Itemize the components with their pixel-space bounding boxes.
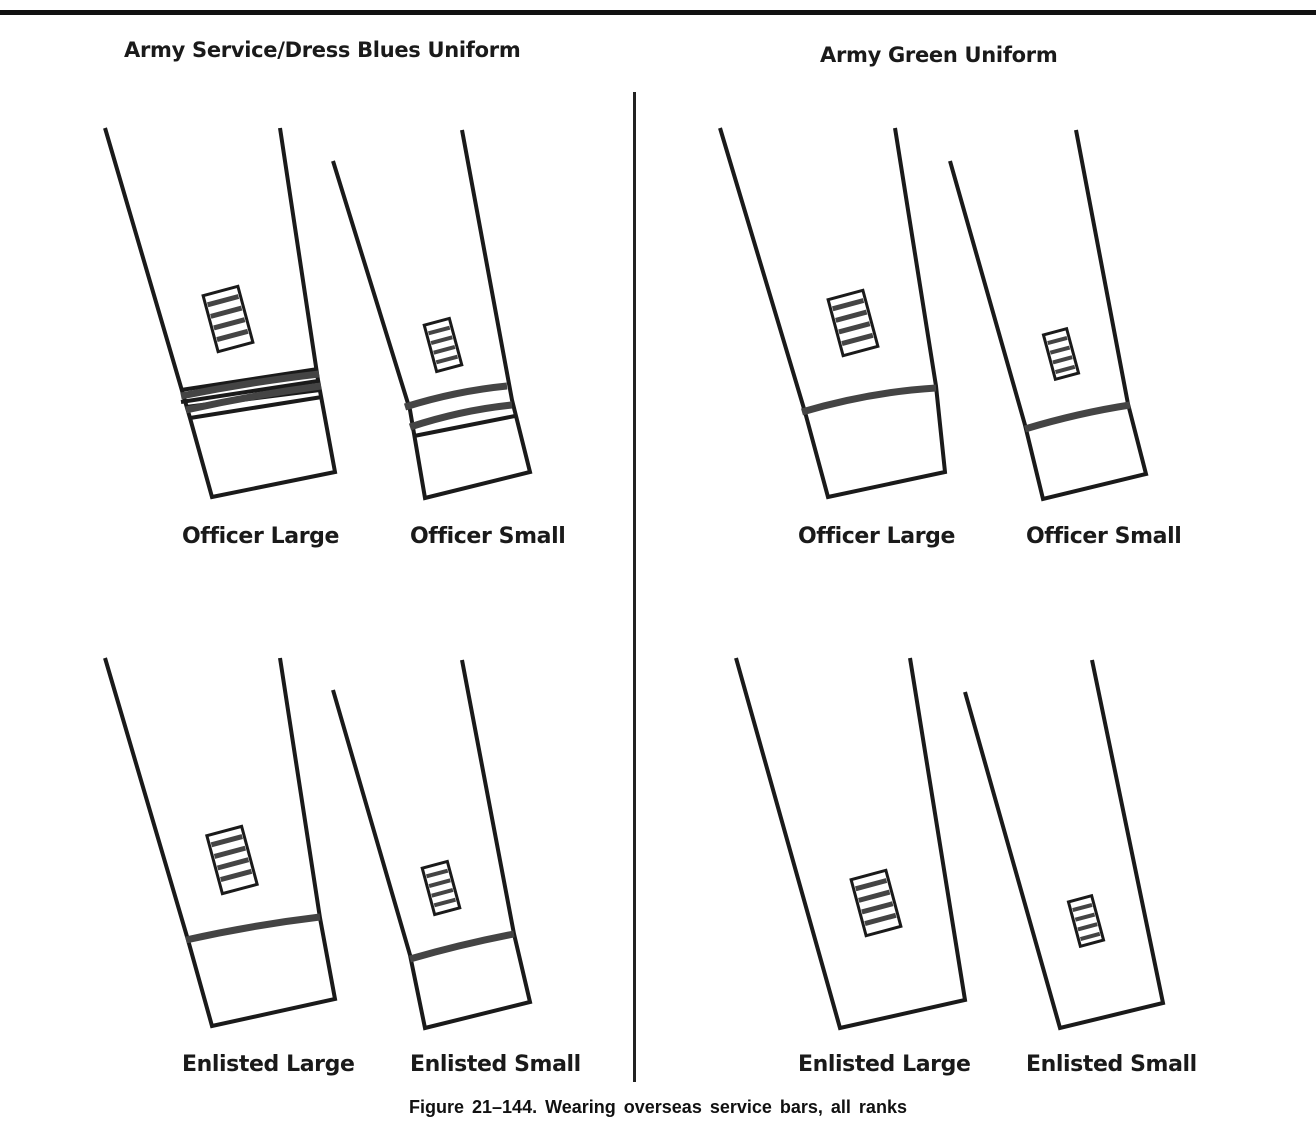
service-bars-blue-officer-large [201,284,255,354]
label-green-enlisted-small: Enlisted Small [1026,1052,1197,1077]
sleeve-green-enlisted-small [963,659,1166,1031]
sleeve-blue-enlisted-large [103,657,338,1029]
heading-army-green: Army Green Uniform [820,43,1058,67]
column-divider [633,92,636,1082]
figure-caption: Figure 21–144. Wearing overseas service … [409,1097,907,1117]
label-green-officer-large: Officer Large [798,524,956,549]
service-bars-green-officer-large [826,288,880,358]
label-blue-enlisted-small: Enlisted Small [410,1052,581,1077]
sleeve-blue-officer-large [103,127,338,500]
label-blue-officer-small: Officer Small [410,524,566,549]
service-bars-green-officer-small [1041,326,1081,382]
sleeve-green-officer-large [718,127,948,500]
sleeve-green-enlisted-large [734,657,968,1031]
service-bars-green-enlisted-large [849,868,903,938]
label-green-officer-small: Officer Small [1026,524,1182,549]
service-bars-green-enlisted-small [1066,893,1106,949]
label-blue-officer-large: Officer Large [182,524,340,549]
service-bars-blue-enlisted-large [205,824,259,896]
heading-dress-blues: Army Service/Dress Blues Uniform [124,38,521,62]
service-bars-blue-enlisted-small [420,859,462,917]
sleeve-blue-enlisted-small [331,659,533,1031]
label-blue-enlisted-large: Enlisted Large [182,1052,355,1077]
sleeve-green-officer-small [948,129,1149,502]
label-green-enlisted-large: Enlisted Large [798,1052,971,1077]
service-bars-blue-officer-small [422,316,464,374]
sleeve-blue-officer-small [331,129,533,501]
top-rule [0,10,1316,15]
